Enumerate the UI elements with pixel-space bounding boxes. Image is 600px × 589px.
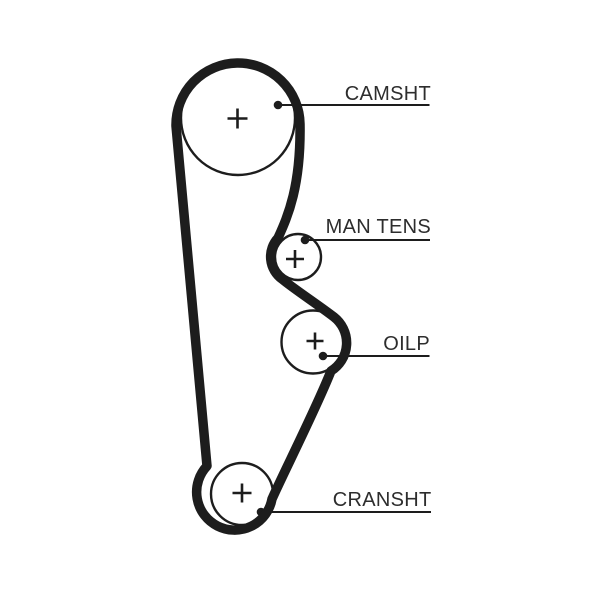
crankshaft-crosshair-icon	[232, 483, 252, 503]
tensioner-label: MAN TENS	[326, 216, 431, 238]
camshaft-label: CAMSHT	[345, 83, 431, 105]
oil-pump-crosshair-icon	[306, 332, 324, 350]
timing-belt-path	[171, 58, 352, 535]
camshaft-leader	[273, 100, 430, 110]
oil-pump-label: OILP	[383, 333, 430, 355]
tensioner-leader	[300, 235, 430, 245]
crankshaft-label: CRANSHT	[333, 489, 432, 511]
camshaft-crosshair-icon	[227, 108, 248, 129]
tensioner-crosshair-icon	[286, 250, 304, 268]
